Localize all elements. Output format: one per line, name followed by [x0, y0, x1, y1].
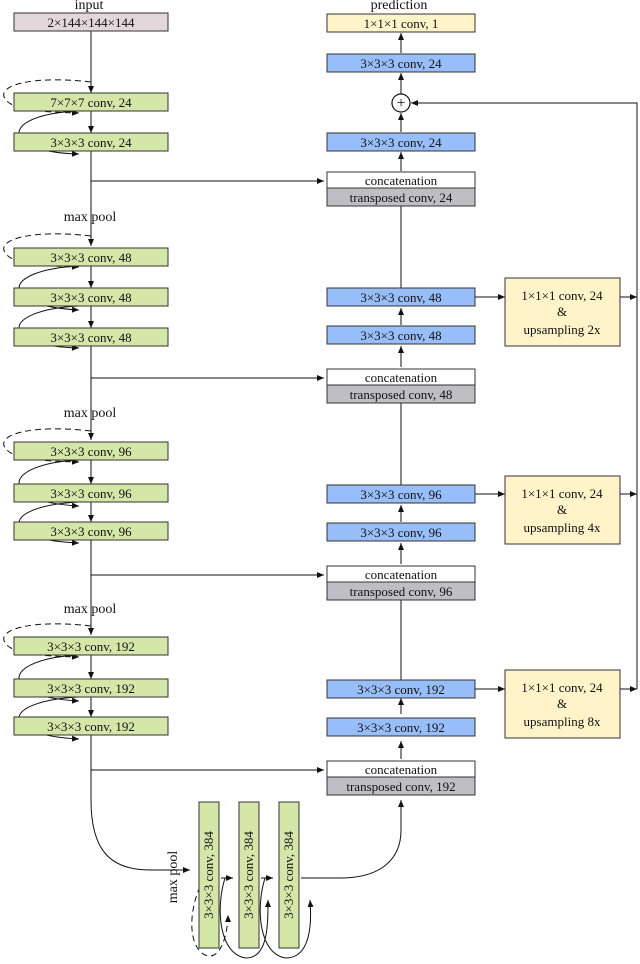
encoder-conv-192-a: 3×3×3 conv, 192 [47, 639, 135, 654]
head-8x-amp: & [557, 696, 567, 711]
decoder-stage-3: 3×3×3 conv, 192 3×3×3 conv, 192 concaten… [326, 679, 476, 796]
bottleneck: 3×3×3 conv, 384 3×3×3 conv, 384 3×3×3 co… [198, 801, 300, 949]
encoder-conv-48-c: 3×3×3 conv, 48 [50, 330, 131, 345]
decoder-stage-0: 3×3×3 conv, 24 concatenation transposed … [326, 132, 476, 207]
deep-supervision-head-2x: 1×1×1 conv, 24 & upsampling 2x [504, 277, 621, 347]
encoder-conv-3x3-24: 3×3×3 conv, 24 [50, 135, 132, 150]
encoder-conv-96-a: 3×3×3 conv, 96 [50, 444, 132, 459]
encoder-stage-2: 3×3×3 conv, 96 3×3×3 conv, 96 3×3×3 conv… [13, 441, 169, 541]
decoder-conv-96-up: 3×3×3 conv, 96 [360, 487, 442, 502]
encoder-conv-48-a: 3×3×3 conv, 48 [50, 250, 131, 265]
transposed-conv-96: transposed conv, 96 [350, 584, 453, 599]
head-8x-upsampling: upsampling 8x [524, 714, 601, 729]
encoder-conv-96-b: 3×3×3 conv, 96 [50, 486, 132, 501]
sum-node: + [391, 93, 411, 113]
decoder-conv-48: 3×3×3 conv, 48 [360, 328, 441, 343]
max-pool-label-3: max pool [64, 602, 117, 617]
prediction-label: prediction [371, 0, 428, 13]
deep-supervision-head-4x: 1×1×1 conv, 24 & upsampling 4x [504, 475, 621, 545]
dashed-residual-loops [3, 79, 231, 957]
head-2x-upsampling: upsampling 2x [524, 322, 601, 337]
decoder-conv-192-up: 3×3×3 conv, 192 [357, 682, 445, 697]
decoder-conv-48-up: 3×3×3 conv, 48 [360, 290, 441, 305]
head-8x-conv: 1×1×1 conv, 24 [521, 680, 603, 695]
decoder-conv-96: 3×3×3 conv, 96 [360, 525, 442, 540]
encoder-conv-7x7-24: 7×7×7 conv, 24 [50, 95, 132, 110]
decoder-conv-24: 3×3×3 conv, 24 [360, 135, 442, 150]
encoder-stage-3: 3×3×3 conv, 192 3×3×3 conv, 192 3×3×3 co… [13, 636, 169, 736]
bottleneck-loops [219, 877, 314, 959]
encoder-conv-192-b: 3×3×3 conv, 192 [47, 681, 135, 696]
head-4x-upsampling: upsampling 4x [524, 520, 601, 535]
input-box: 2×144×144×144 [13, 12, 169, 32]
connections [18, 31, 638, 881]
concatenation-text-1: concatenation [365, 370, 438, 385]
decoder-stage-1: 3×3×3 conv, 48 3×3×3 conv, 48 concatenat… [326, 287, 476, 404]
prediction-conv-text: 1×1×1 conv, 1 [364, 16, 439, 31]
encoder-stage-1: 3×3×3 conv, 48 3×3×3 conv, 48 3×3×3 conv… [13, 247, 169, 347]
max-pool-label-1: max pool [64, 210, 117, 225]
head-4x-conv: 1×1×1 conv, 24 [521, 486, 603, 501]
input-shape-text: 2×144×144×144 [48, 15, 135, 30]
concatenation-text-2: concatenation [365, 567, 438, 582]
max-pool-label-bottleneck: max pool [166, 851, 181, 904]
deep-supervision-head-8x: 1×1×1 conv, 24 & upsampling 8x [504, 669, 621, 739]
transposed-conv-192: transposed conv, 192 [346, 779, 455, 794]
bottleneck-conv-384-a: 3×3×3 conv, 384 [201, 831, 216, 919]
encoder-conv-48-b: 3×3×3 conv, 48 [50, 290, 131, 305]
input-label: input [75, 0, 104, 13]
encoder-conv-192-c: 3×3×3 conv, 192 [47, 719, 135, 734]
decoder-top-conv-text: 3×3×3 conv, 24 [360, 56, 442, 71]
encoder-conv-96-c: 3×3×3 conv, 96 [50, 524, 132, 539]
concatenation-text-3: concatenation [365, 762, 438, 777]
prediction-head: 1×1×1 conv, 1 3×3×3 conv, 24 [326, 13, 476, 73]
transposed-conv-24: transposed conv, 24 [350, 190, 453, 205]
bottleneck-conv-384-c: 3×3×3 conv, 384 [281, 831, 296, 919]
decoder-conv-192: 3×3×3 conv, 192 [357, 720, 445, 735]
head-2x-amp: & [557, 304, 567, 319]
head-2x-conv: 1×1×1 conv, 24 [521, 288, 603, 303]
bottleneck-conv-384-b: 3×3×3 conv, 384 [241, 831, 256, 919]
sum-symbol: + [396, 95, 405, 112]
decoder-stage-2: 3×3×3 conv, 96 3×3×3 conv, 96 concatenat… [326, 484, 476, 601]
head-4x-amp: & [557, 502, 567, 517]
encoder-stage-0: 7×7×7 conv, 24 3×3×3 conv, 24 [13, 92, 169, 152]
transposed-conv-48: transposed conv, 48 [350, 387, 453, 402]
concatenation-text-0: concatenation [365, 173, 438, 188]
max-pool-label-2: max pool [64, 406, 117, 421]
